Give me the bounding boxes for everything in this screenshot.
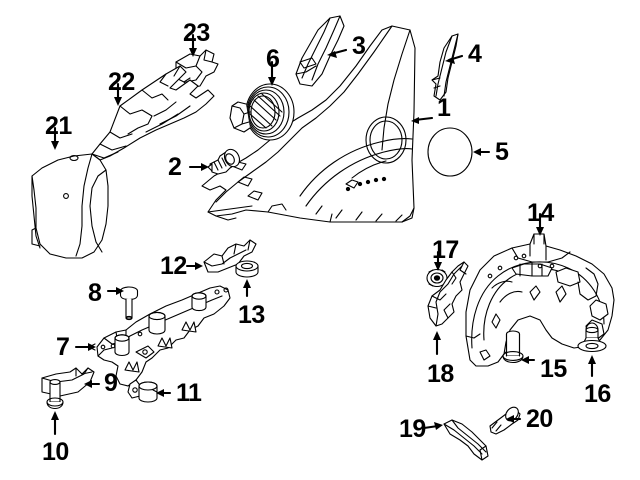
part-flange-nut <box>235 260 259 278</box>
part-lower-deflector <box>427 261 469 327</box>
callout-label-13[interactable]: 13 <box>238 301 265 329</box>
callout-label-20[interactable]: 20 <box>526 405 553 433</box>
part-hole-plug-cap <box>427 127 473 177</box>
part-inner-apron-panel <box>31 153 109 259</box>
callout-label-1[interactable]: 1 <box>437 94 451 122</box>
part-apron-reinforcement <box>91 65 215 161</box>
part-front-frame-rail <box>88 285 231 399</box>
callout-label-22[interactable]: 22 <box>108 68 135 96</box>
callout-label-3[interactable]: 3 <box>352 32 366 60</box>
part-upper-bracket-right <box>295 15 345 87</box>
callout-label-2[interactable]: 2 <box>168 153 182 181</box>
callout-label-15[interactable]: 15 <box>540 355 567 383</box>
callout-label-8[interactable]: 8 <box>88 279 102 307</box>
callout-label-12[interactable]: 12 <box>160 252 187 280</box>
part-air-deflector-bracket <box>443 419 489 461</box>
callout-label-18[interactable]: 18 <box>427 360 454 388</box>
part-liner-screw <box>502 330 524 364</box>
callout-label-17[interactable]: 17 <box>432 236 459 264</box>
callout-label-11[interactable]: 11 <box>176 379 202 407</box>
part-fender-panel <box>201 25 416 223</box>
part-fender-liner-splash-shield <box>465 233 615 367</box>
part-fender-bolt <box>207 148 241 175</box>
callout-label-4[interactable]: 4 <box>468 40 482 68</box>
part-push-pin-retainer <box>577 322 607 353</box>
callout-label-19[interactable]: 19 <box>399 415 426 443</box>
callout-arrows <box>51 33 596 436</box>
callout-label-16[interactable]: 16 <box>584 380 611 408</box>
part-side-bracket <box>431 33 459 101</box>
callout-label-10[interactable]: 10 <box>42 438 69 466</box>
part-frame-bolt <box>119 286 139 321</box>
callout-label-14[interactable]: 14 <box>527 199 554 227</box>
callout-label-6[interactable]: 6 <box>266 45 280 73</box>
callout-label-9[interactable]: 9 <box>104 369 118 397</box>
part-spacer-bushing <box>138 381 158 403</box>
part-bracket-bolt <box>46 379 64 410</box>
part-side-repeater-lamp <box>229 83 295 141</box>
part-support-brace <box>203 239 257 273</box>
callout-label-5[interactable]: 5 <box>495 138 509 166</box>
callout-label-7[interactable]: 7 <box>56 333 70 361</box>
callout-label-23[interactable]: 23 <box>183 19 210 47</box>
callout-label-21[interactable]: 21 <box>45 112 72 140</box>
